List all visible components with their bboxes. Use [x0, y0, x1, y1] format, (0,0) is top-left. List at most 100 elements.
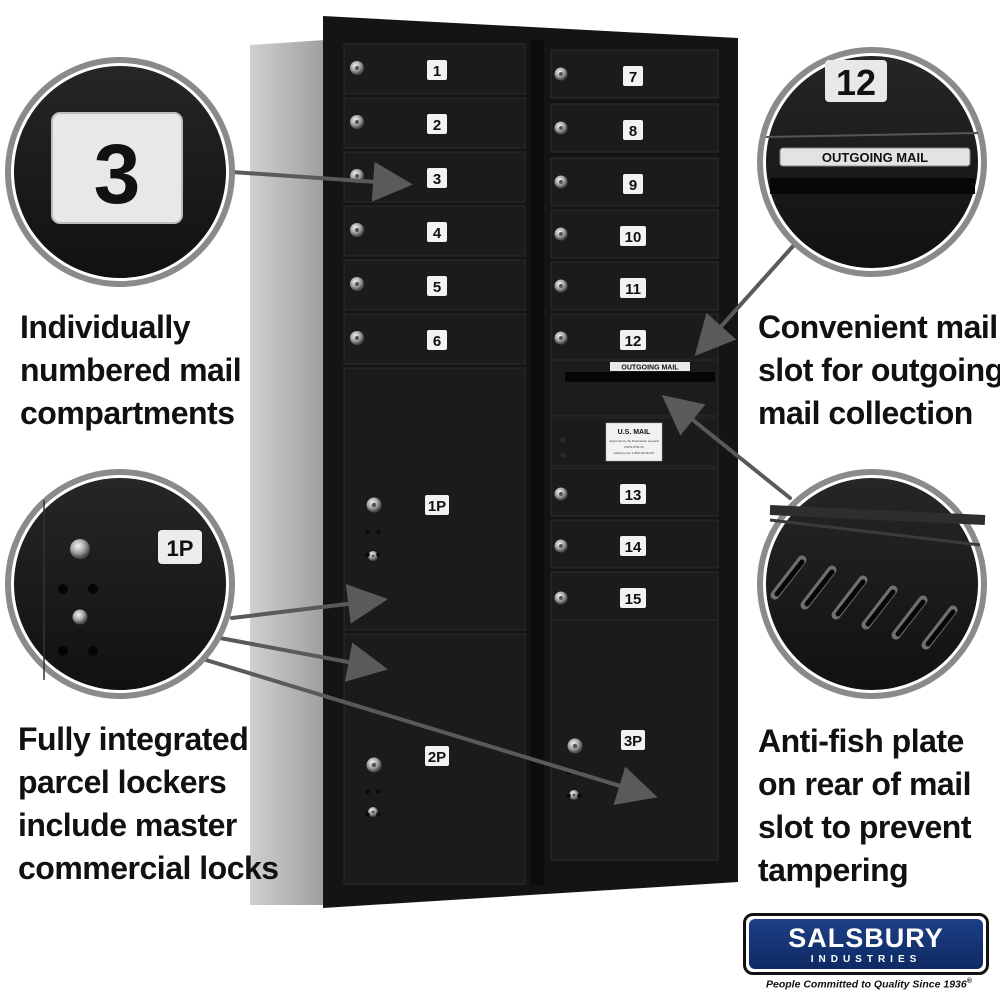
door-number-plate [620, 536, 646, 556]
compartment-door[interactable]: 12 [550, 313, 719, 363]
keyhole-icon [354, 335, 360, 341]
door-number-label: 15 [625, 591, 642, 608]
door-number-plate [620, 278, 646, 298]
door-number-label: 10 [625, 229, 642, 246]
callout-compartments: Individually numbered mail compartments [20, 306, 242, 435]
logo-sub: INDUSTRIES [810, 954, 922, 965]
door-number-label: 14 [625, 539, 642, 556]
callout-parcel-line-4: commercial locks [18, 850, 279, 886]
arrow-parcel-3 [204, 658, 658, 805]
door-number-plate [425, 746, 449, 766]
slot-label-plate [610, 362, 690, 371]
compartment-door[interactable]: 6 [343, 313, 526, 365]
keyhole-icon [559, 596, 563, 600]
parcel-locker-door[interactable]: 2P [343, 633, 526, 885]
zoom-master-lock-icon [70, 539, 90, 559]
outgoing-mail-slot[interactable]: OUTGOING MAIL [550, 359, 719, 417]
keyhole-icon [559, 180, 563, 184]
keyhole-icon [559, 72, 563, 76]
keyhole-icon [354, 173, 360, 179]
usmail-fine-2: USPS-STD-4C [624, 445, 645, 449]
callout-outgoing: Convenient mail slot for outgoing mail c… [758, 306, 1000, 435]
zoom-parcel-locker: 1P [5, 469, 235, 699]
arrow-compartments [230, 161, 413, 202]
door-number-plate [623, 66, 643, 86]
keyhole-icon [559, 284, 563, 288]
compartment-door[interactable]: 4 [343, 205, 526, 257]
callout-outgoing-line-1: Convenient mail [758, 309, 998, 345]
door-number-label: 4 [433, 225, 442, 242]
keyhole-icon [559, 336, 563, 340]
salsbury-logo: SALSBURY INDUSTRIES [743, 913, 989, 975]
door-number-plate [620, 484, 646, 504]
door-number-label: 7 [629, 69, 637, 86]
zoom-slot-label-plate [779, 147, 971, 167]
zoom-number-plate [51, 112, 183, 224]
keyhole-icon [354, 119, 360, 125]
callout-compartments-line-2: numbered mail [20, 352, 242, 388]
door-number-plate [620, 330, 646, 350]
zoom-antifish-plate [757, 469, 987, 699]
keyhole-icon [371, 762, 377, 768]
zoom-slot-number-text: 12 [836, 62, 876, 103]
compartment-door[interactable]: 13 [550, 467, 719, 517]
callout-antifish-line-3: slot to prevent [758, 809, 971, 845]
compartment-door[interactable]: 11 [550, 261, 719, 311]
door-number-plate [620, 226, 646, 246]
compartment-door[interactable]: 7 [550, 49, 719, 99]
usmail-fine-3: salsbury.com 1-800-NO-RUST [614, 451, 655, 455]
compartment-door[interactable]: 1 [343, 43, 526, 95]
door-number-label: 2 [433, 117, 441, 134]
door-number-label: 3P [624, 733, 642, 750]
zoom-slot-label-text: OUTGOING MAIL [822, 150, 928, 165]
parcel-locker-door[interactable]: 1P [343, 367, 526, 631]
callout-compartments-line-1: Individually [20, 309, 191, 345]
callout-parcel: Fully integrated parcel lockers include … [18, 718, 279, 890]
callout-antifish: Anti-fish plate on rear of mail slot to … [758, 720, 972, 892]
keyhole-icon [572, 743, 578, 749]
zoom-parcel-label-plate [158, 530, 202, 564]
compartment-door[interactable]: 8 [550, 103, 719, 153]
door-number-label: 9 [629, 177, 637, 194]
door-number-label: 8 [629, 123, 637, 140]
callout-outgoing-line-3: mail collection [758, 395, 973, 431]
compartment-door[interactable]: 14 [550, 519, 719, 569]
door-number-plate [620, 588, 646, 608]
door-number-label: 12 [625, 333, 642, 350]
door-number-plate [427, 114, 447, 134]
compartment-door[interactable]: 9 [550, 157, 719, 207]
door-number-plate [427, 168, 447, 188]
door-number-label: 1 [433, 63, 441, 80]
arrow-antifish [661, 394, 792, 500]
compartment-door[interactable]: 5 [343, 259, 526, 311]
keyhole-icon [559, 232, 563, 236]
usmail-door: U.S. MAIL Approved by the Postmaster Gen… [550, 417, 719, 467]
door-number-label: 13 [625, 487, 642, 504]
keyhole-icon [371, 554, 375, 558]
door-number-label: 5 [433, 279, 441, 296]
callout-antifish-line-1: Anti-fish plate [758, 723, 964, 759]
center-divider [530, 40, 544, 885]
callout-parcel-line-2: parcel lockers [18, 764, 227, 800]
callout-antifish-line-2: on rear of mail [758, 766, 972, 802]
zoom-parcel-label-text: 1P [167, 536, 194, 561]
trademark-symbol: ® [966, 978, 972, 985]
zoom-compartment-number: 3 [5, 57, 235, 287]
keyhole-icon [354, 227, 360, 233]
compartment-door[interactable]: 15 [550, 571, 719, 621]
keyhole-icon [559, 492, 563, 496]
compartment-door[interactable]: 2 [343, 97, 526, 149]
callout-compartments-line-3: compartments [20, 395, 235, 431]
callout-parcel-line-3: include master [18, 807, 237, 843]
parcel-locker-door[interactable]: 3P [550, 619, 719, 861]
compartment-door[interactable]: 10 [550, 209, 719, 259]
door-number-plate [623, 120, 643, 140]
door-number-plate [623, 174, 643, 194]
keyhole-icon [354, 65, 360, 71]
zoom-slot-number-plate [825, 60, 887, 102]
compartment-door[interactable]: 3 [343, 151, 526, 203]
zoom-lock-icon [72, 609, 88, 625]
slot-label: OUTGOING MAIL [621, 365, 679, 372]
door-number-plate [427, 276, 447, 296]
